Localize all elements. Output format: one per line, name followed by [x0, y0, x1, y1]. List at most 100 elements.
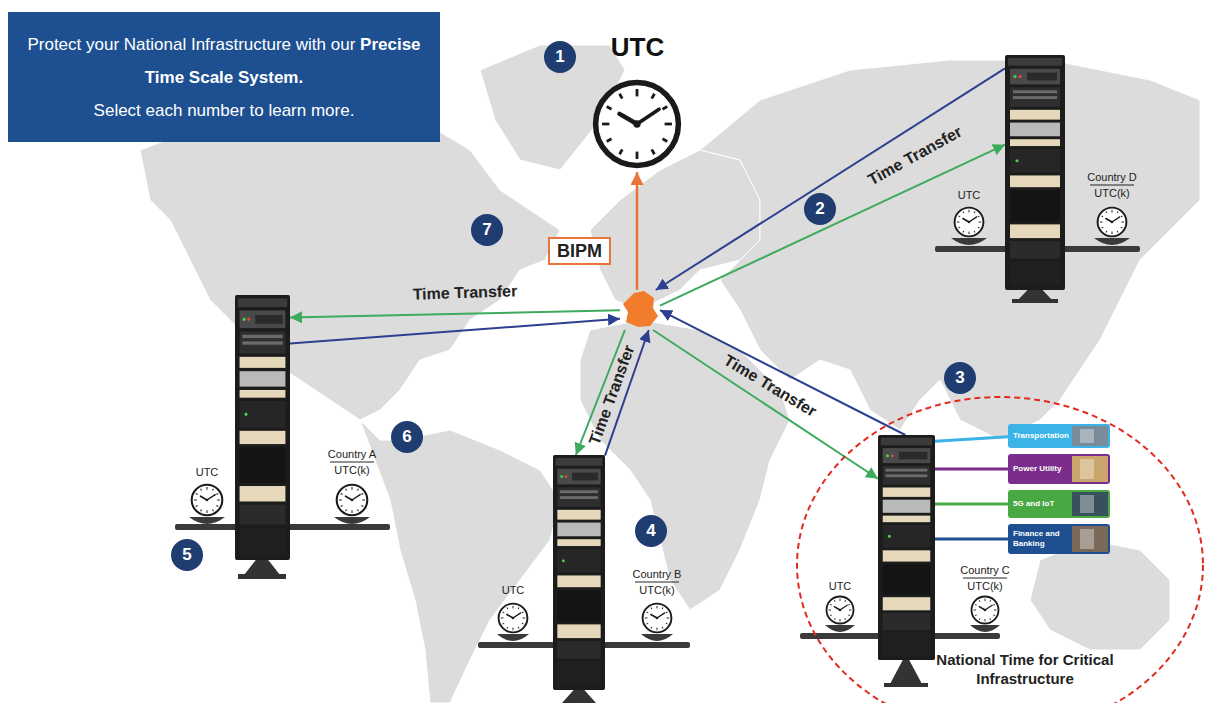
- sector-picture: [1008, 424, 1110, 448]
- country-caption: Country B: [633, 568, 682, 581]
- sector-picture: [1008, 490, 1110, 518]
- sector-name: Transportation: [1013, 431, 1069, 441]
- utck-caption: UTC(k): [967, 580, 1002, 593]
- time-transfer-arrow: [290, 310, 620, 317]
- sector-photo: [1072, 426, 1108, 446]
- edge-label: Time Transfer: [865, 123, 965, 189]
- time-transfer-arrow: [605, 330, 649, 456]
- server-rack: UTCCountry CUTC(k): [878, 435, 935, 660]
- utc-clock: UTC: [590, 32, 685, 172]
- utc-clock-icon: [499, 604, 528, 633]
- dashed-ellipse: [797, 397, 1203, 703]
- national-clock-icon: [1098, 208, 1127, 237]
- scale-pan: [970, 625, 1000, 632]
- rack-icon: [553, 455, 605, 690]
- callout-number: 3: [944, 362, 976, 394]
- clock-icon: [596, 83, 679, 166]
- utc-caption: UTC: [958, 189, 981, 202]
- rack-drawing: [878, 435, 935, 660]
- server-rack: UTCCountry AUTC(k): [235, 295, 290, 560]
- utc-caption: UTC: [829, 580, 852, 593]
- sector-name: Power Utility: [1013, 464, 1069, 474]
- sector-photo: [1072, 456, 1108, 482]
- continent: [700, 60, 1200, 440]
- sector-photo: [1072, 526, 1108, 552]
- utc-caption: UTC: [196, 466, 219, 479]
- fraction-line: [1090, 185, 1134, 186]
- scale-pan: [825, 625, 855, 632]
- scale-base: [884, 683, 928, 687]
- utc-clock-icon: [955, 208, 984, 237]
- scale-pedestal: [244, 552, 280, 575]
- callout-number: 2: [804, 193, 836, 225]
- scale-base: [1012, 299, 1058, 303]
- continent: [140, 110, 560, 420]
- sector-band: Finance and Banking: [1008, 524, 1110, 554]
- title-box: Protect your National Infrastructure wit…: [8, 12, 440, 142]
- continent: [360, 420, 560, 703]
- callout-number: 6: [391, 421, 423, 453]
- rack-drawing: [235, 295, 290, 560]
- sector-link: [935, 503, 1008, 506]
- title-text: Protect your National Infrastructure wit…: [27, 35, 355, 54]
- sector-link: [935, 468, 1008, 471]
- scale-pan: [334, 517, 370, 524]
- sector-photo-detail: [1080, 495, 1094, 513]
- rack-drawing: [1005, 55, 1065, 290]
- bipm-hub: BIPM: [620, 290, 660, 330]
- time-transfer-arrow: [653, 330, 878, 479]
- france-shape: [620, 290, 660, 330]
- sector-photo-detail: [1080, 459, 1094, 479]
- sector-link: [935, 538, 1008, 541]
- utck-caption: UTC(k): [639, 584, 674, 597]
- country-caption: Country A: [328, 448, 376, 461]
- country-caption: Country D: [1087, 171, 1137, 184]
- balance-scales: [175, 185, 1140, 703]
- scale-beam: [175, 524, 390, 530]
- sector-picture: [1008, 454, 1110, 484]
- sector-name: 5G and IoT: [1013, 499, 1069, 509]
- utc-caption: UTC: [502, 584, 525, 597]
- utck-caption: UTC(k): [1094, 187, 1129, 200]
- sector-band: Power Utility: [1008, 454, 1110, 484]
- fraction-line: [635, 582, 679, 583]
- title-text: Select each number to learn more.: [94, 94, 355, 127]
- sector-photo: [1072, 492, 1108, 516]
- edge-label: Time Transfer: [412, 282, 517, 304]
- continent: [480, 45, 625, 170]
- utc-arrow: [636, 172, 639, 290]
- rack-icon: [878, 435, 935, 660]
- time-transfer-arrow: [656, 68, 1005, 290]
- sector-picture: [1008, 524, 1110, 554]
- national-clock-icon: [337, 485, 368, 516]
- utck-caption: UTC(k): [334, 464, 369, 477]
- scale-base: [238, 574, 286, 579]
- time-transfer-arrow: [660, 145, 1005, 306]
- scale-pan: [641, 634, 673, 641]
- title-paragraph: Protect your National Infrastructure wit…: [24, 28, 424, 94]
- continent: [1030, 540, 1170, 650]
- sector-band: 5G and IoT: [1008, 490, 1110, 518]
- national-clock-icon: [972, 597, 999, 624]
- title-emphasis: Precise Time Scale System.: [145, 35, 421, 87]
- region-caption: National Time for Critical Infrastructur…: [930, 650, 1120, 688]
- france-outline: [623, 291, 658, 327]
- sector-photo-detail: [1080, 529, 1094, 549]
- time-transfer-arrow: [576, 330, 625, 455]
- scale-pan: [497, 634, 529, 641]
- scale-beam: [935, 246, 1140, 252]
- scale-pedestal: [1018, 282, 1052, 300]
- scale-pedestal: [562, 684, 596, 703]
- continents: [140, 45, 1200, 703]
- utc-clock-icon: [827, 597, 854, 624]
- time-transfer-arrow: [290, 319, 620, 344]
- region-ellipse: UTCCountry CUTC(k) TransportationPower Ut…: [795, 395, 1205, 703]
- scale-pedestal: [890, 654, 922, 684]
- scale-pan: [189, 517, 225, 524]
- utc-clock-icon: [192, 485, 223, 516]
- scale-beam: [478, 642, 690, 648]
- callout-number: 4: [635, 515, 667, 547]
